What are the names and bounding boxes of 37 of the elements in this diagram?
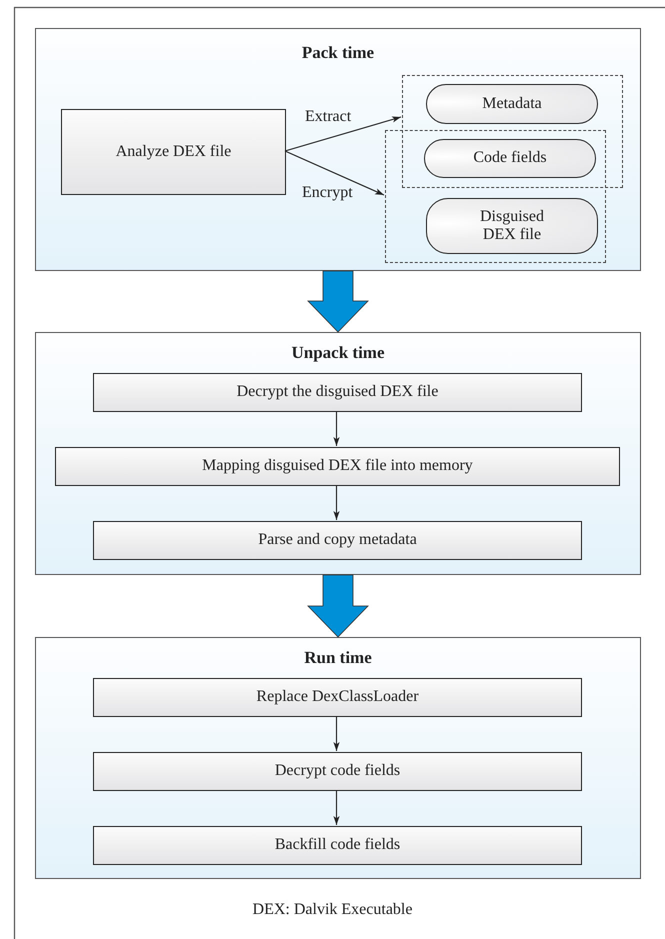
process-box — [55, 447, 620, 486]
process-box — [93, 521, 582, 560]
caption: DEX: Dalvik Executable — [252, 901, 412, 918]
stage-title: Unpack time — [291, 343, 385, 363]
step-text: Mapping disguised DEX file into memory — [202, 457, 473, 476]
step-text: Code fields — [473, 149, 547, 168]
arrow — [333, 411, 340, 446]
rounded-box — [424, 139, 596, 178]
process-box — [93, 752, 582, 791]
edge-label: Encrypt — [302, 184, 353, 202]
step-text: Decrypt code fields — [274, 762, 400, 781]
arrow — [333, 790, 340, 825]
step-text: Decrypt the disguised DEX file — [236, 383, 438, 402]
step-text: Disguised DEX file — [479, 208, 545, 244]
stage-title: Run time — [304, 648, 372, 668]
step-text: Analyze DEX file — [116, 142, 232, 162]
block-arrow — [307, 574, 369, 638]
rounded-box — [426, 198, 598, 254]
arrow — [333, 485, 340, 520]
process-box — [93, 826, 582, 865]
step-text: Backfill code fields — [274, 836, 400, 855]
stage-panel — [35, 332, 641, 575]
stage-panel — [35, 637, 641, 879]
step-text: Replace DexClassLoader — [256, 688, 419, 707]
block-arrow — [307, 270, 369, 333]
step-text: Parse and copy metadata — [258, 531, 417, 550]
arrow — [284, 116, 402, 152]
edge-label: Extract — [305, 108, 352, 126]
arrow — [333, 716, 340, 751]
process-box — [93, 678, 582, 717]
arrow — [284, 150, 384, 196]
process-box — [61, 109, 286, 195]
rounded-box — [426, 84, 598, 124]
stage-title: Pack time — [302, 43, 374, 63]
stage-panel — [35, 28, 641, 271]
process-box — [93, 373, 582, 412]
step-text: Metadata — [482, 94, 542, 114]
